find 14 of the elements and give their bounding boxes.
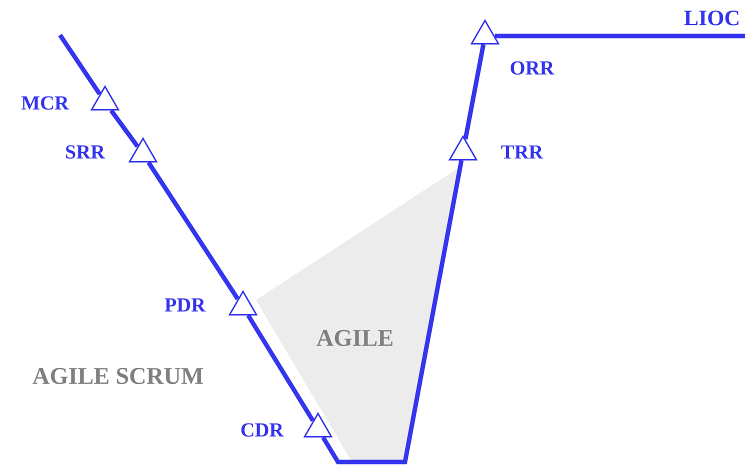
- v-line: [58, 34, 102, 96]
- method-label: AGILE SCRUM: [32, 368, 203, 384]
- v-line: [494, 34, 745, 38]
- phase-label: LIOC: [684, 10, 738, 26]
- milestone-label: SRR: [66, 145, 106, 159]
- milestone-label: ORR: [510, 61, 554, 75]
- milestone-label: PDR: [164, 298, 206, 312]
- milestone-label: TRR: [501, 145, 544, 159]
- v-line: [321, 160, 464, 464]
- v-line: [109, 109, 140, 148]
- milestone-label: MCR: [21, 96, 70, 110]
- v-line: [246, 314, 315, 422]
- v-line: [463, 44, 486, 140]
- v-line: [146, 161, 240, 300]
